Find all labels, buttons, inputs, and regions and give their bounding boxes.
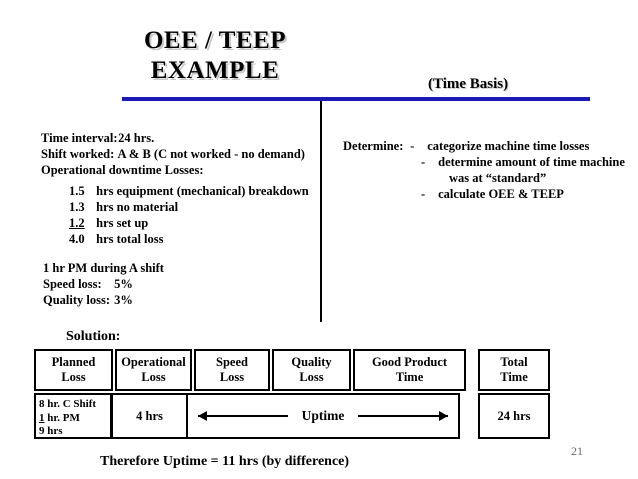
loss-unit: hrs	[96, 216, 114, 230]
loss-value: 4.0	[69, 232, 85, 246]
arrow-left-icon	[198, 411, 288, 421]
column-header-operational-loss: Operational Loss	[115, 349, 192, 391]
planned-loss-line1: 8 hr. C Shift	[39, 398, 97, 410]
given-data-block: Time interval: 24 hrs. Shift worked: A &…	[41, 130, 319, 308]
loss-row: 1.5 hrs equipment (mechanical) breakdown	[41, 183, 319, 199]
loss-text: total loss	[116, 232, 164, 246]
total-time-header: Total Time	[478, 349, 550, 391]
column-header-line2: Loss	[219, 370, 245, 384]
determine-row: - calculate OEE & TEEP	[343, 186, 635, 202]
planned-loss-pm-text: hr. PM	[44, 411, 80, 424]
solution-label: Solution:	[66, 329, 121, 344]
title-suffix: (Time Basis)	[428, 76, 509, 92]
loss-text: set up	[116, 216, 149, 230]
cell-planned-loss: 8 hr. C Shift 1 hr. PM 9 hrs	[34, 393, 113, 439]
quality-loss-value: 3%	[114, 293, 133, 307]
column-header-speed-loss: Speed Loss	[194, 349, 270, 391]
uptime-arrow-group: Uptime	[188, 408, 458, 424]
content-vertical-divider	[320, 101, 322, 322]
loss-value: 1.5	[69, 184, 85, 198]
speed-loss-row: Speed loss: 5%	[41, 276, 319, 292]
total-time-header-line1: Total	[500, 355, 528, 369]
column-header-line1: Good Product	[371, 355, 448, 369]
speed-loss-label: Speed loss:	[43, 277, 102, 291]
page-number: 21	[571, 444, 583, 458]
table-header-row: Planned Loss Operational Loss Speed Loss…	[34, 349, 468, 391]
title-line-1: OEE / TEEP	[143, 27, 287, 54]
column-header-line1: Planned	[51, 355, 96, 369]
column-header-line2: Loss	[299, 370, 324, 384]
determine-block: Determine: - categorize machine time los…	[343, 138, 635, 202]
determine-item-text: categorize machine time losses	[427, 139, 590, 153]
bullet-dash: -	[421, 187, 426, 201]
title-divider-rule	[122, 97, 590, 101]
loss-text: no material	[116, 200, 179, 214]
column-header-line1: Operational	[121, 355, 186, 369]
quality-loss-row: Quality loss: 3%	[41, 292, 319, 308]
column-header-quality-loss: Quality Loss	[272, 349, 351, 391]
loss-unit: hrs	[96, 200, 114, 214]
column-header-line2: Time	[395, 370, 424, 384]
footer-conclusion: Therefore Uptime = 11 hrs (by difference…	[100, 454, 350, 469]
total-time-header-line2: Time	[500, 370, 528, 384]
time-interval-row: Time interval: 24 hrs.	[41, 130, 319, 146]
column-header-good-product-time: Good Product Time	[353, 349, 466, 391]
uptime-label: Uptime	[301, 408, 345, 423]
loss-unit: hrs	[96, 184, 114, 198]
shift-worked-label: Shift worked:	[41, 147, 115, 161]
page-title: OEE / TEEP EXAMPLE	[0, 26, 430, 86]
column-header-line1: Quality	[291, 355, 332, 369]
total-time-box: Total Time 24 hrs	[478, 349, 550, 439]
planned-loss-pm-hours: 1	[39, 411, 45, 424]
quality-loss-label: Quality loss:	[43, 293, 111, 307]
loss-value: 1.2	[69, 216, 85, 230]
time-interval-value: 24 hrs.	[118, 131, 155, 145]
title-line-2: EXAMPLE	[150, 57, 280, 84]
determine-row: - determine amount of time machine	[343, 154, 635, 170]
determine-item-text: calculate OEE & TEEP	[438, 187, 564, 201]
determine-item-text: determine amount of time machine	[438, 155, 625, 169]
column-header-line2: Loss	[141, 370, 166, 384]
pm-note: 1 hr PM during A shift	[43, 261, 164, 275]
loss-row: 1.2 hrs set up	[41, 215, 319, 231]
loss-row: 1.3 hrs no material	[41, 199, 319, 215]
bullet-dash: -	[421, 155, 426, 169]
column-header-line1: Speed	[216, 355, 248, 369]
shift-worked-value: A & B (C not worked - no demand)	[117, 147, 305, 161]
loss-value: 1.3	[69, 200, 85, 214]
loss-row: 4.0 hrs total loss	[41, 231, 319, 247]
column-header-planned-loss: Planned Loss	[34, 349, 113, 391]
determine-row: Determine: - categorize machine time los…	[343, 138, 635, 154]
loss-text: equipment (mechanical) breakdown	[116, 184, 309, 198]
planned-loss-line2: 1 hr. PM	[39, 412, 110, 426]
time-interval-label: Time interval:	[41, 131, 118, 145]
speed-loss-value: 5%	[114, 277, 133, 291]
planned-loss-line3: 9 hrs	[39, 425, 63, 437]
cell-uptime-span: Uptime	[186, 393, 460, 439]
downtime-heading: Operational downtime Losses:	[41, 163, 204, 177]
spacer	[41, 247, 319, 260]
cell-operational-loss: 4 hrs	[111, 393, 188, 439]
determine-heading: Determine:	[343, 139, 404, 153]
column-header-line2: Loss	[61, 370, 86, 384]
loss-unit: hrs	[96, 232, 114, 246]
table-body-row: 8 hr. C Shift 1 hr. PM 9 hrs 4 hrs Uptim…	[34, 393, 460, 439]
bullet-dash: -	[410, 139, 415, 153]
shift-worked-row: Shift worked: A & B (C not worked - no d…	[41, 146, 319, 162]
total-time-value: 24 hrs	[478, 393, 550, 439]
arrow-right-icon	[358, 411, 448, 421]
determine-item-continuation: was at “standard”	[449, 171, 547, 185]
